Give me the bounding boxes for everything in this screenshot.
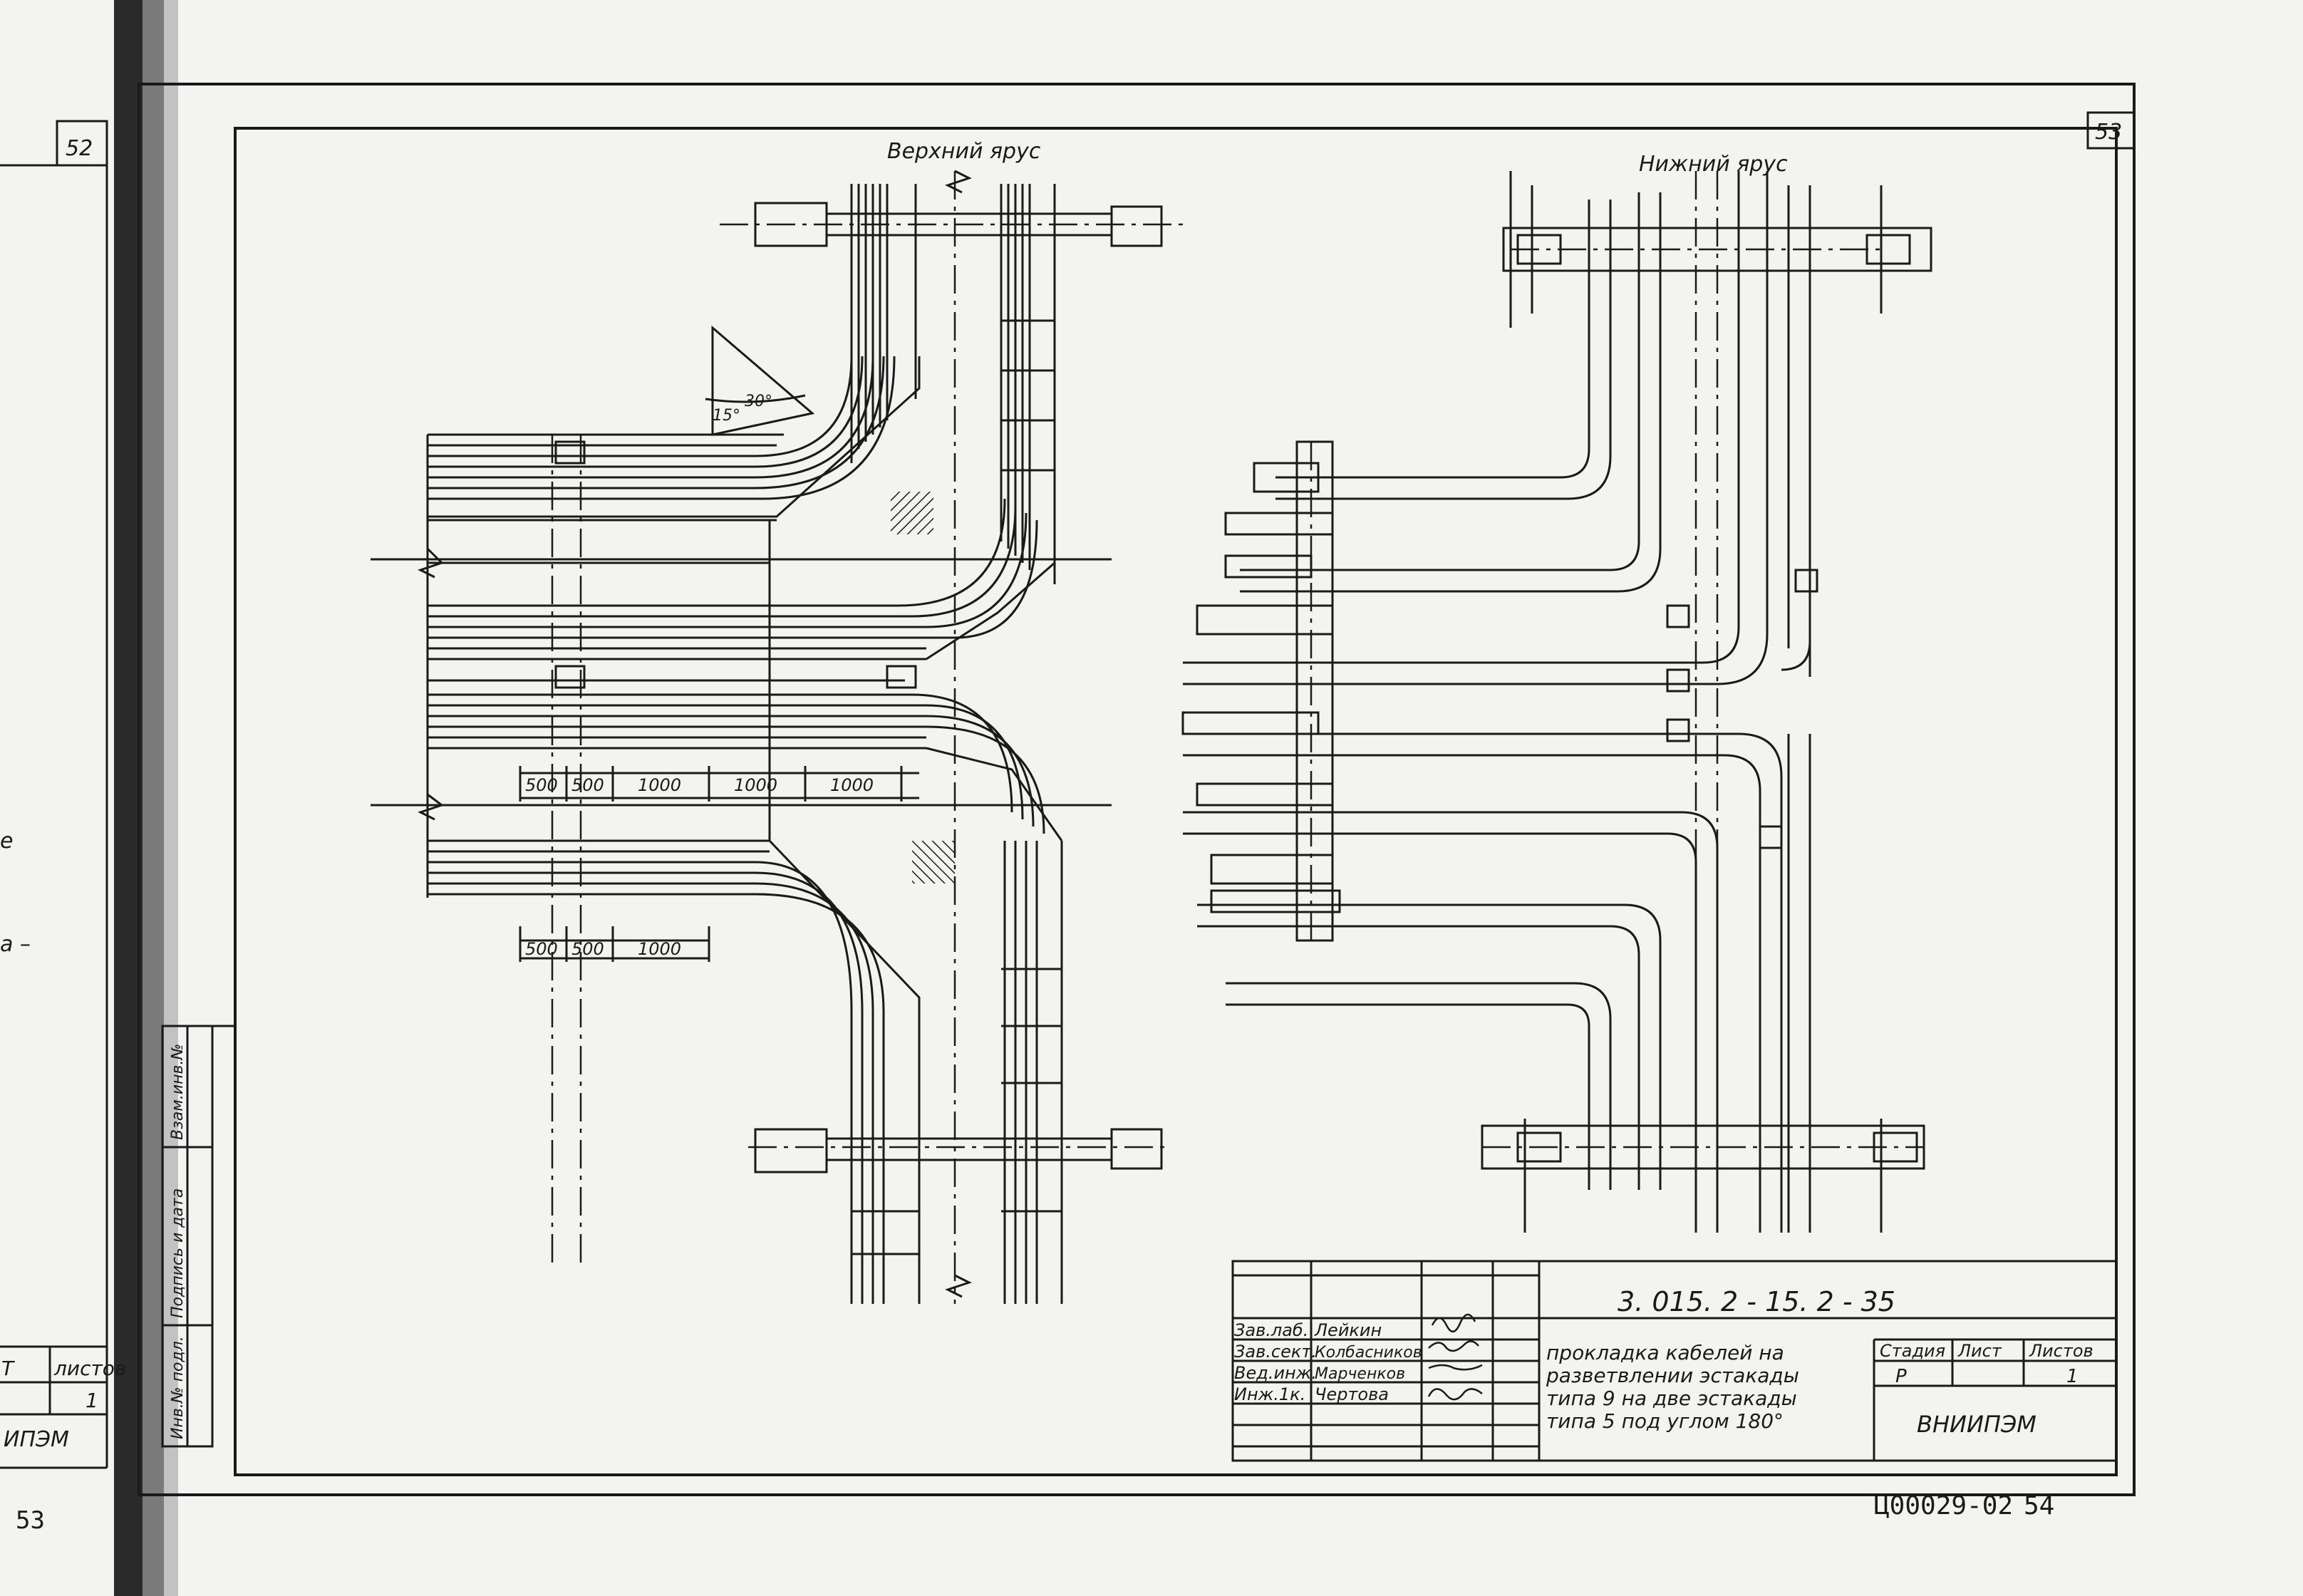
- name-4: Чертова: [1315, 1384, 1389, 1404]
- previous-page-label-t: Т: [1, 1357, 15, 1380]
- sheets-value: 1: [2066, 1366, 2079, 1387]
- side-stamp-inv: Инв.№ подл.: [169, 1336, 187, 1439]
- previous-page-letter-1: е: [0, 829, 13, 854]
- hatched-support: [891, 492, 955, 884]
- dimension-row2-3: 1000: [638, 939, 681, 959]
- sheet-frame: [138, 83, 2136, 1496]
- dimension-row1-3: 1000: [638, 775, 681, 795]
- archive-page: 54: [2024, 1491, 2054, 1520]
- lower-tier-label: Нижний ярус: [1639, 152, 1788, 177]
- role-4: Инж.1к.: [1234, 1384, 1305, 1404]
- role-3: Вед.инж.: [1234, 1363, 1317, 1383]
- organization: ВНИИПЭМ: [1917, 1411, 2037, 1438]
- title-block-frame: [1231, 1260, 2118, 1462]
- description-line-4: типа 5 под углом 180°: [1546, 1409, 1784, 1433]
- previous-page-footer: 53: [16, 1506, 45, 1535]
- description-line-2: разветвлении эстакады: [1546, 1364, 1799, 1387]
- dimension-row1-4: 1000: [734, 775, 777, 795]
- upper-tier-label: Верхний ярус: [887, 139, 1041, 164]
- previous-page-letter-2: а –: [0, 932, 31, 957]
- side-stamp-frame: [161, 1025, 235, 1448]
- signatures: [1427, 1313, 1483, 1401]
- description-line-3: типа 9 на две эстакады: [1546, 1387, 1797, 1410]
- previous-page-org: ИПЭМ: [4, 1427, 69, 1452]
- dimension-row1-5: 1000: [830, 775, 874, 795]
- angle-label-30: 30°: [745, 393, 772, 410]
- dimension-row2-2: 500: [571, 939, 604, 959]
- name-2: Колбасников: [1315, 1344, 1422, 1362]
- description-line-1: прокладка кабелей на: [1546, 1341, 1784, 1364]
- role-1: Зав.лаб.: [1234, 1320, 1308, 1340]
- angle-label-15: 15°: [713, 407, 740, 425]
- role-2: Зав.сект.: [1234, 1342, 1317, 1362]
- previous-page-number: 52: [66, 136, 93, 161]
- lower-tier-drawing: [1181, 171, 1932, 1233]
- side-stamp-replace: Взам.инв.№: [169, 1044, 187, 1140]
- dimension-row1-2: 500: [571, 775, 604, 795]
- stage-header: Стадия: [1880, 1341, 1945, 1361]
- sheets-header: Листов: [2029, 1341, 2094, 1361]
- name-3: Марченков: [1315, 1365, 1405, 1383]
- side-stamp-sign: Подпись и дата: [169, 1188, 187, 1318]
- sheet-header: Лист: [1957, 1341, 2002, 1361]
- upper-tier-drawing: [371, 170, 1183, 1304]
- archive-code: Ц00029-02: [1874, 1491, 2013, 1520]
- sheet-number: 53: [2095, 120, 2122, 145]
- name-1: Лейкин: [1314, 1320, 1382, 1340]
- document-code: 3. 015. 2 - 15. 2 - 35: [1618, 1286, 1895, 1317]
- previous-page-value-sheets: 1: [86, 1389, 98, 1412]
- dimension-row1-1: 500: [525, 775, 558, 795]
- previous-page-fragment: [0, 120, 108, 1469]
- stage-value: Р: [1895, 1366, 1907, 1387]
- previous-page-label-sheets: листов: [53, 1357, 126, 1380]
- dimension-row2-1: 500: [525, 939, 558, 959]
